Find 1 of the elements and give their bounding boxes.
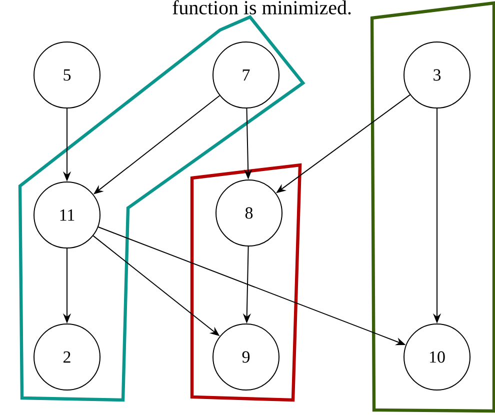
- caption-text: function is minimized.: [172, 0, 351, 15]
